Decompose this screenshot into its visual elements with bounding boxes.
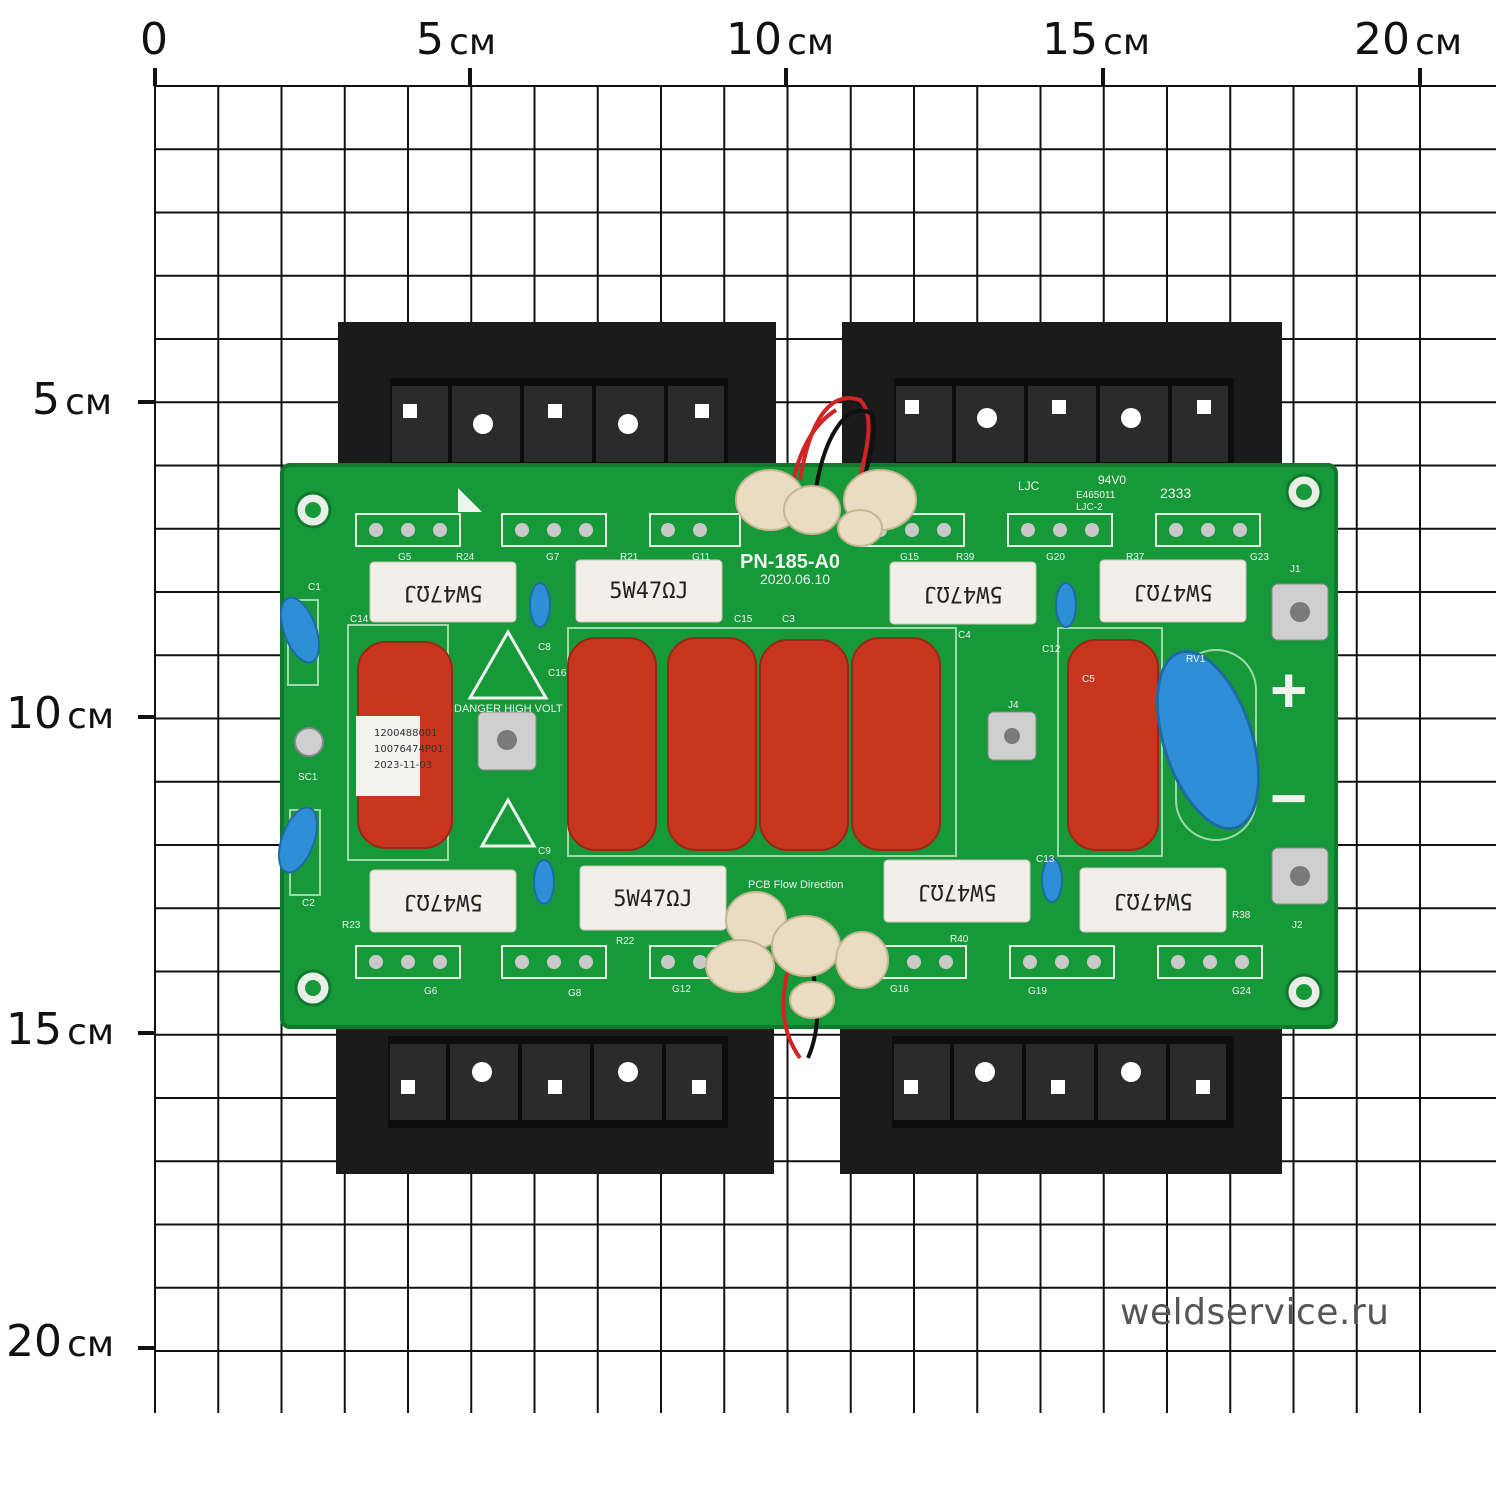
ref-designator: R40: [950, 934, 969, 945]
minus-sign: −: [1270, 762, 1307, 834]
film-capacitors: [357, 637, 1159, 851]
ref-designator: G20: [1046, 552, 1065, 563]
ref-designator: G16: [890, 984, 909, 995]
ref-designator: C1: [308, 582, 321, 593]
terminals: [294, 583, 1329, 905]
ref-designator: G15: [900, 552, 919, 563]
ref-designator: C14: [350, 614, 369, 625]
ref-designator: J1: [1290, 564, 1301, 575]
ruler-left-label-15: 15 см: [6, 1004, 115, 1055]
resistor-marking: 5W47ΩJ: [923, 581, 1002, 606]
ref-designator: C9: [538, 846, 551, 857]
ref-designator: G11: [692, 552, 711, 563]
ref-designator: R21: [620, 552, 639, 563]
igbt-module-bottom-left: [336, 1020, 774, 1174]
ref-designator: G7: [546, 552, 560, 563]
resistor-marking: 5W47ΩJ: [403, 889, 482, 914]
ref-designator: C13: [1036, 854, 1055, 865]
resistor-marking: 5W47ΩJ: [609, 579, 688, 604]
vendor-label: LJC-2: [1076, 502, 1103, 513]
ref-designator: R22: [616, 936, 635, 947]
ruler-left-label-5: 5 см: [32, 374, 113, 425]
ref-designator: G12: [672, 984, 691, 995]
batch-label: 2333: [1160, 485, 1191, 501]
ref-designator: G6: [424, 986, 438, 997]
igbt-module-bottom-right: [840, 1020, 1282, 1174]
svg-text:1200488001: 1200488001: [374, 728, 438, 739]
ref-designator: R23: [342, 920, 361, 931]
igbt-module-top-left: [338, 322, 776, 472]
plus-sign: +: [1270, 654, 1307, 726]
ref-designator: RV1: [1186, 654, 1206, 665]
igbt-module-top-right: [842, 322, 1282, 472]
ref-designator: SC1: [298, 772, 318, 783]
board-date: 2020.06.10: [760, 571, 830, 587]
varistor: [1155, 649, 1261, 831]
ref-designator: C4: [958, 630, 971, 641]
svg-text:2023-11-03: 2023-11-03: [374, 760, 432, 771]
resistor-marking: 5W47ΩJ: [403, 580, 482, 605]
board-model: PN-185-A0: [740, 551, 840, 573]
ref-designator: G23: [1250, 552, 1269, 563]
ruler-top-label-20: 20 см: [1354, 14, 1463, 65]
capacitor-sticker: 1200488001 10076474P01 2023-11-03: [356, 716, 444, 796]
ruler-top-label-15: 15 см: [1042, 14, 1151, 65]
resistor-marking: 5W47ΩJ: [917, 879, 996, 904]
resistor-marking: 5W47ΩJ: [1133, 579, 1212, 604]
watermark: weldservice.ru: [1120, 1292, 1390, 1333]
ref-designator: C8: [538, 642, 551, 653]
ref-designator: C2: [302, 898, 315, 909]
silicone-bottom: [705, 891, 889, 1019]
ref-designator: G24: [1232, 986, 1251, 997]
silicone-top: [735, 469, 917, 547]
silkscreen: PN-185-A0 2020.06.10 DANGER HIGH VOLT PC…: [298, 473, 1307, 999]
pcb-board: 5W47ΩJ 5W47ΩJ 5W47ΩJ 5W47ΩJ 5W47ΩJ 5W47Ω…: [277, 463, 1338, 1029]
resistor-markings: 5W47ΩJ 5W47ΩJ 5W47ΩJ 5W47ΩJ 5W47ΩJ 5W47Ω…: [403, 579, 1212, 914]
ref-designator: C12: [1042, 644, 1061, 655]
ruler-left-label-10: 10 см: [6, 688, 115, 739]
ref-designator: C5: [1082, 674, 1095, 685]
ref-designator: R38: [1232, 910, 1251, 921]
ref-designator: G8: [568, 988, 582, 999]
svg-text:10076474P01: 10076474P01: [374, 744, 444, 755]
ref-designator: R37: [1126, 552, 1145, 563]
cert-number: E465011: [1076, 490, 1116, 501]
flow-label: PCB Flow Direction: [748, 879, 843, 891]
ruler-ticks: [138, 68, 1422, 1350]
gate-connectors-bottom: [355, 945, 1263, 979]
ref-designator: R24: [456, 552, 475, 563]
ref-designator: C16: [548, 668, 567, 679]
ref-designator: J2: [1292, 920, 1303, 931]
resistor-marking: 5W47ΩJ: [613, 887, 692, 912]
ruler-top-label-0: 0: [140, 14, 168, 65]
ref-designator: J4: [1008, 700, 1019, 711]
ref-designator: C3: [782, 614, 795, 625]
ruler-top-label-5: 5 см: [416, 14, 497, 65]
ref-designator: C15: [734, 614, 753, 625]
cert-label: 94V0: [1098, 473, 1126, 487]
ref-designator: R39: [956, 552, 975, 563]
vendor-logo: LJC: [1018, 479, 1040, 493]
ref-designator: G19: [1028, 986, 1047, 997]
ruler-left-label-20: 20 см: [6, 1316, 115, 1367]
warning-symbols: [458, 488, 549, 848]
ref-designator: G5: [398, 552, 412, 563]
resistor-marking: 5W47ΩJ: [1113, 888, 1192, 913]
y-capacitors: [277, 582, 1077, 905]
power-resistors: [369, 559, 1247, 933]
ruler-top-label-10: 10 см: [726, 14, 835, 65]
danger-label: DANGER HIGH VOLT: [454, 703, 563, 715]
